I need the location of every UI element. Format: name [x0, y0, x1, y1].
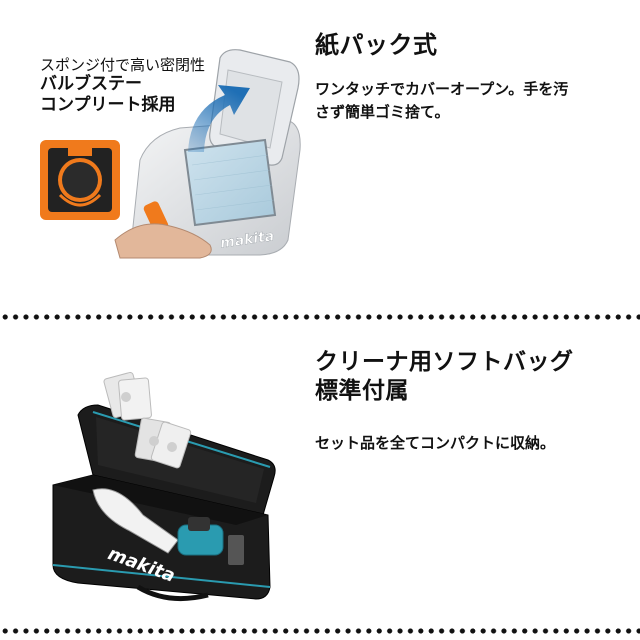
paper-pack-title: 紙パック式 [315, 31, 438, 59]
caption-line-1: スポンジ付で高い密閉性 [40, 56, 206, 74]
paper-pack-description-line-1: ワンタッチでカバーオープン。手を汚 [315, 80, 569, 98]
soft-bag-photo: makita [52, 371, 276, 602]
paper-pack-description-line-2: さず簡単ゴミ捨て。 [315, 102, 450, 121]
soft-bag-title: クリーナ用ソフトバッグ 標準付属 [315, 348, 574, 406]
paper-pack-photo: makita [40, 49, 301, 259]
valve-stay-inset [40, 140, 120, 220]
feature-paper-pack: makita スポンジ付で高い密閉性 バルブステー コンプリート採用 紙パック式… [0, 0, 640, 300]
dotted-divider [0, 314, 640, 320]
valve-stay-caption: スポンジ付で高い密閉性 バルブステー コンプリート採用 [40, 56, 205, 116]
body-brand-text: makita [219, 228, 275, 251]
dotted-divider-bottom [0, 628, 640, 634]
paper-pack-description: ワンタッチでカバーオープン。手を汚 さず簡単ゴミ捨て。 [315, 78, 568, 123]
paper-packs [103, 371, 192, 469]
caption-line-3: コンプリート採用 [40, 95, 176, 116]
feature-soft-bag: makita クリーナ用ソフトバッグ 標準付属 セット品を全てコンパクトに収納。 [0, 330, 640, 630]
soft-bag-description: セット品を全てコンパクトに収納。 [315, 434, 556, 452]
caption-line-2: バルブステー [40, 74, 142, 95]
soft-bag-title-line-1: クリーナ用ソフトバッグ [315, 349, 574, 375]
soft-bag-title-line-2: 標準付属 [315, 377, 409, 404]
